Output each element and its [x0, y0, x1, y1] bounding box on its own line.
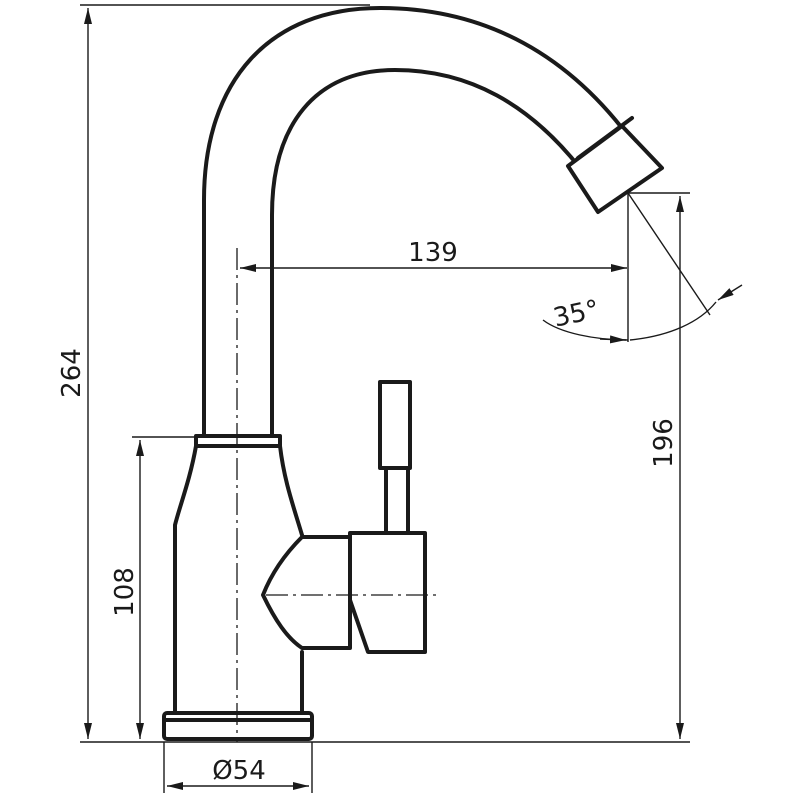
label-35deg: 35° — [551, 295, 602, 334]
body-shell — [173, 444, 304, 717]
collar-ring — [194, 434, 282, 448]
spout-outer — [202, 6, 624, 438]
label-139: 139 — [408, 238, 458, 268]
lever-housing — [261, 535, 352, 650]
label-diameter-54: Ø54 — [212, 756, 266, 786]
handle-block — [348, 531, 427, 654]
faucet-body — [162, 6, 664, 741]
lever-grip — [378, 380, 412, 470]
angle-ray — [627, 192, 711, 316]
label-108: 108 — [110, 567, 140, 617]
label-196: 196 — [649, 418, 679, 468]
dimension-lines — [80, 4, 743, 793]
base-plate — [162, 711, 314, 741]
angle-arrow-right — [717, 284, 743, 301]
aerator-band — [576, 116, 634, 160]
dimension-labels: 264 108 139 196 35° Ø54 — [57, 238, 679, 786]
angle-arc-right — [629, 301, 717, 341]
angle-arrow-left — [599, 335, 627, 344]
label-264: 264 — [57, 348, 87, 398]
spout-inner — [270, 68, 582, 438]
center-lines — [236, 248, 440, 742]
aerator-nozzle — [566, 124, 664, 214]
lever-stem — [384, 464, 410, 535]
